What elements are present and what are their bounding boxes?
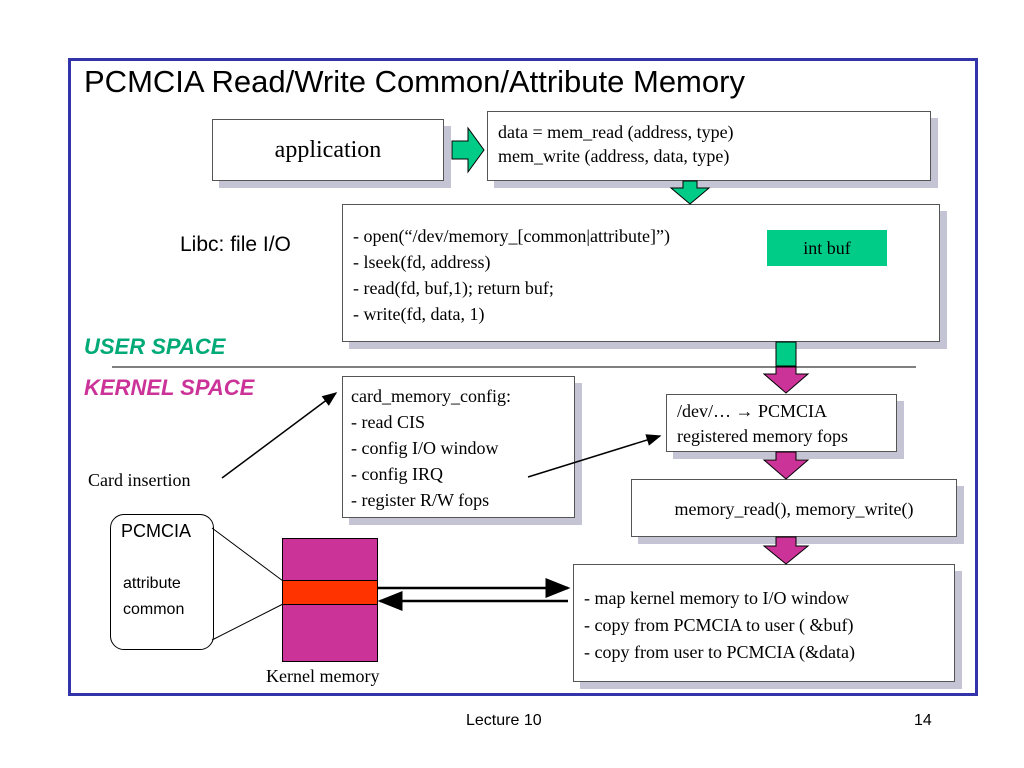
libc-label: Libc: file I/O (180, 233, 291, 256)
user-space-label: USER SPACE (84, 334, 226, 359)
card-memory-config-box: card_memory_config: - read CIS - config … (342, 376, 575, 518)
fops-box: /dev/… → PCMCIA registered memory fops (666, 394, 897, 452)
config-line-io-window: - config I/O window (351, 438, 499, 458)
int-buf-badge: int buf (767, 230, 887, 266)
config-line-irq: - config IRQ (351, 464, 443, 484)
pcmcia-card-attribute: attribute (123, 575, 181, 592)
api-line-read: data = mem_read (address, type) (498, 122, 734, 142)
libc-line-read: - read(fd, buf,1); return buf; (353, 278, 554, 298)
application-label: application (274, 137, 382, 163)
config-line-register-fops: - register R/W fops (351, 490, 490, 510)
footer-page-number: 14 (914, 712, 932, 729)
register-fops-arrow (527, 434, 662, 478)
config-line-title: card_memory_config: (351, 386, 511, 406)
card-insertion-label: Card insertion (88, 470, 191, 490)
slide-title: PCMCIA Read/Write Common/Attribute Memor… (84, 64, 745, 99)
kernel-memory-lower-block (282, 604, 378, 662)
application-to-api-arrow (451, 126, 485, 174)
api-box: data = mem_read (address, type) mem_writ… (487, 111, 931, 181)
map-line-copy-to-user: - copy from PCMCIA to user ( &buf) (584, 615, 854, 635)
card-to-memory-connector-top (211, 527, 284, 582)
application-box: application (212, 119, 444, 181)
fops-line-registered: registered memory fops (677, 426, 848, 446)
map-line-io-window: - map kernel memory to I/O window (584, 588, 849, 608)
libc-to-kernel-stem (775, 341, 797, 367)
api-line-write: mem_write (address, data, type) (498, 146, 730, 166)
api-to-libc-arrow (669, 180, 711, 205)
memory-functions-label: memory_read(), memory_write() (674, 499, 914, 519)
card-to-memory-connector-bottom (211, 603, 284, 641)
kernel-space-label: KERNEL SPACE (84, 375, 255, 400)
fops-line-dev: /dev/… → PCMCIA (677, 401, 828, 421)
card-insertion-arrow (221, 392, 338, 479)
pcmcia-card-title: PCMCIA (121, 521, 192, 541)
libc-line-write: - write(fd, data, 1) (353, 304, 485, 324)
libc-line-lseek: - lseek(fd, address) (353, 252, 491, 272)
memory-functions-box: memory_read(), memory_write() (631, 479, 957, 537)
kernel-memory-label: Kernel memory (266, 666, 380, 686)
pcmcia-card: PCMCIA attribute common (110, 514, 214, 650)
int-buf-label: int buf (803, 238, 851, 258)
memfuncs-to-map-arrow (762, 536, 810, 565)
config-line-read-cis: - read CIS (351, 412, 425, 432)
pcmcia-card-common: common (123, 601, 185, 618)
map-line-copy-from-user: - copy from user to PCMCIA (&data) (584, 642, 855, 662)
libc-box: - open(“/dev/memory_[common|attribute]”)… (342, 204, 940, 342)
libc-line-open: - open(“/dev/memory_[common|attribute]”) (353, 226, 670, 246)
map-kernel-memory-box: - map kernel memory to I/O window - copy… (573, 564, 955, 682)
libc-to-fops-arrow (762, 365, 810, 394)
fops-to-memfuncs-arrow (762, 451, 810, 480)
footer-lecture: Lecture 10 (466, 712, 542, 729)
